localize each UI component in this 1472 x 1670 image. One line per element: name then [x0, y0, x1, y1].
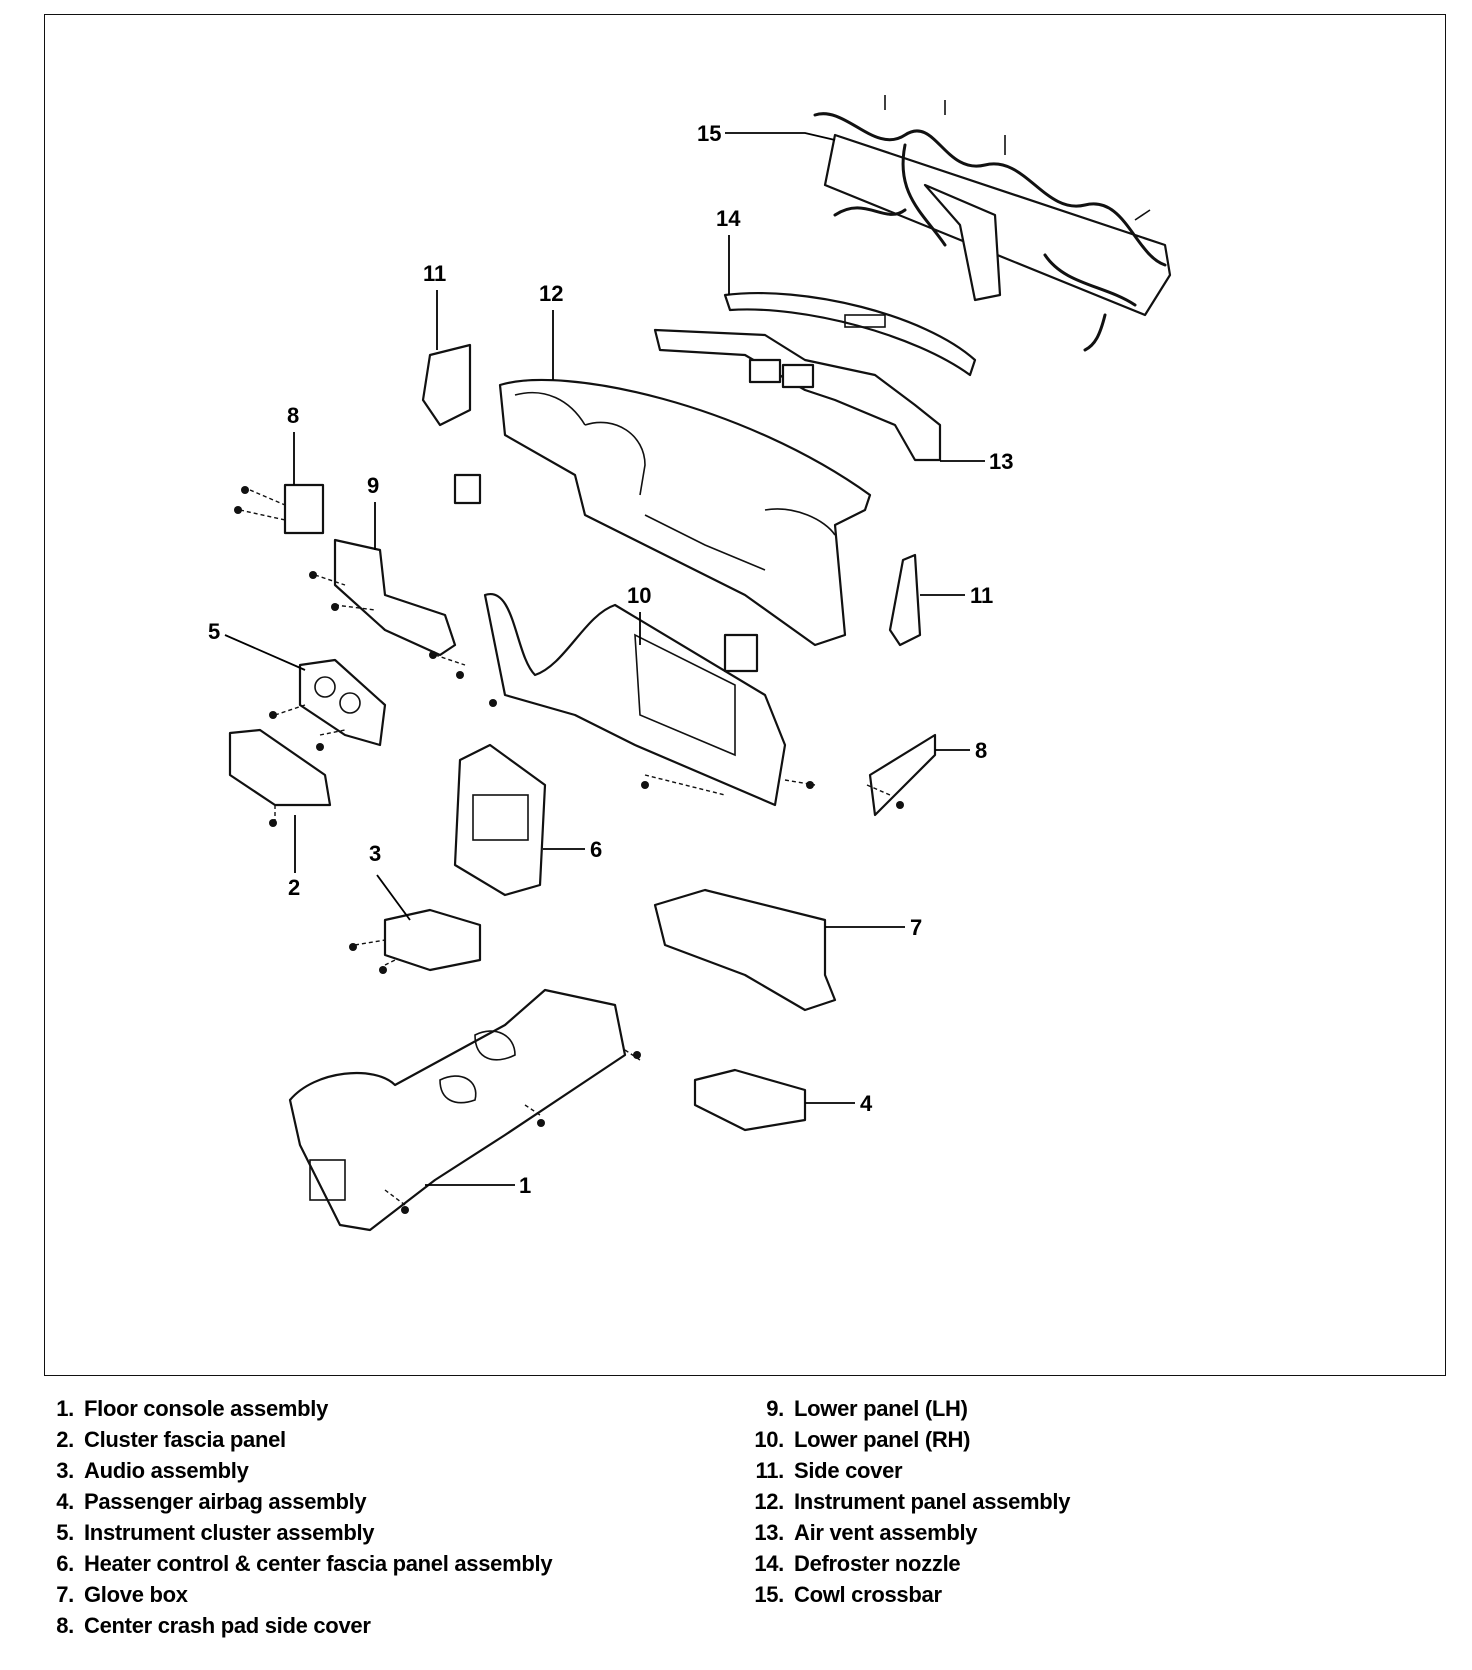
instrument-cluster [298, 658, 387, 747]
callout-5: 5 [208, 619, 221, 644]
callout-3: 3 [369, 841, 382, 866]
legend-item-9: 9.Lower panel (LH) [766, 1396, 968, 1421]
glove-box [653, 888, 837, 1012]
lower-panel-lh [333, 538, 457, 657]
instrument-panel [498, 378, 872, 647]
callout-14: 14 [716, 206, 741, 231]
center-crash-pad-side-cover-right [868, 733, 937, 817]
callout-12: 12 [539, 281, 564, 306]
cluster-fascia-panel [228, 728, 332, 807]
callout-7: 7 [910, 915, 923, 940]
legend-item-1: 1.Floor console assembly [56, 1396, 329, 1421]
small-vent-right [723, 633, 759, 673]
callout-15: 15 [697, 121, 722, 146]
legend-item-6: 6.Heater control & center fascia panel a… [56, 1551, 553, 1576]
floor-console [288, 988, 627, 1232]
center-fascia-panel [453, 743, 547, 897]
leader-lines [224, 132, 985, 1186]
small-vent-left [453, 473, 482, 505]
legend-item-3: 3.Audio assembly [56, 1458, 249, 1483]
legend-item-8: 8.Center crash pad side cover [56, 1613, 371, 1638]
callout-4: 4 [860, 1091, 873, 1116]
legend-item-14: 14.Defroster nozzle [754, 1551, 961, 1576]
legend-item-11: 11.Side cover [755, 1458, 903, 1483]
legend-item-2: 2.Cluster fascia panel [56, 1427, 286, 1452]
legend-item-10: 10.Lower panel (RH) [754, 1427, 971, 1452]
callout-13: 13 [989, 449, 1014, 474]
callout-2: 2 [288, 875, 301, 900]
air-vent-assembly [653, 328, 942, 462]
exploded-diagram-frame: 15 14 11 12 13 8 9 10 11 5 8 2 3 6 7 4 1 [44, 14, 1446, 1376]
legend-item-5: 5.Instrument cluster assembly [56, 1520, 375, 1545]
callout-11-right: 11 [970, 583, 994, 608]
side-cover-left [421, 343, 472, 427]
passenger-airbag [693, 1068, 807, 1132]
side-cover-right [888, 553, 922, 647]
callout-6: 6 [590, 837, 603, 862]
exploded-diagram-drawing [224, 95, 1172, 1232]
callout-9: 9 [367, 473, 380, 498]
legend-item-4: 4.Passenger airbag assembly [56, 1489, 367, 1514]
callout-11-left: 11 [423, 261, 447, 286]
callout-8-right: 8 [975, 738, 988, 763]
lower-panel-rh [483, 593, 787, 807]
cowl-crossbar [813, 95, 1172, 352]
defroster-nozzle [723, 291, 977, 377]
legend-item-7: 7.Glove box [56, 1582, 188, 1607]
audio-assembly [383, 908, 482, 972]
legend-item-15: 15.Cowl crossbar [754, 1582, 942, 1607]
callout-1: 1 [519, 1173, 532, 1198]
legend-item-12: 12.Instrument panel assembly [754, 1489, 1071, 1514]
center-crash-pad-side-cover-left [283, 483, 325, 535]
callout-10: 10 [627, 583, 652, 608]
legend-item-13: 13.Air vent assembly [754, 1520, 978, 1545]
callout-8-left: 8 [287, 403, 300, 428]
